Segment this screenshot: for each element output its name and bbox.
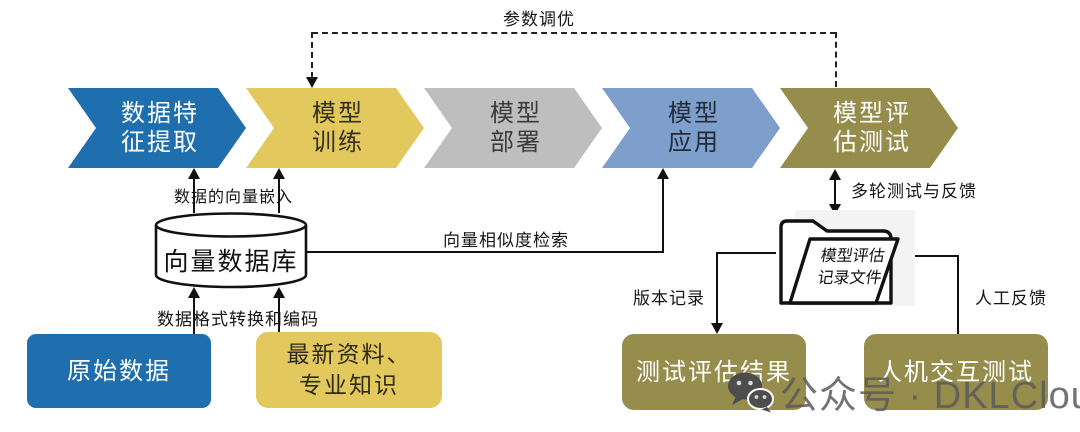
- arrowhead-knowledge-to-db-icon: [273, 287, 285, 298]
- line-similarity-search-vertical: [662, 177, 664, 253]
- arrowhead-similarity-search-icon: [657, 168, 669, 179]
- chevron-model-deployment: 模型 部署: [424, 88, 602, 168]
- arrow-rawdata-to-db: [193, 296, 195, 334]
- param-tuning-dashed-line-horizontal: [312, 32, 836, 34]
- label-similarity-search: 向量相似度检索: [443, 231, 569, 250]
- line-similarity-search-horizontal: [307, 251, 664, 253]
- arrowhead-eval-down-icon: [829, 204, 841, 215]
- line-human-feedback-vertical: [957, 256, 959, 336]
- chevron-data-feature-extraction: 数据特 征提取: [68, 88, 246, 168]
- label-vector-embedding: 数据的向量嵌入: [174, 189, 294, 206]
- box-raw-data: 原始数据: [27, 334, 211, 408]
- watermark-text: 公众号 · DKLCloud: [780, 375, 1080, 417]
- chevron-model-training: 模型 训练: [246, 88, 424, 168]
- line-version-record-horizontal: [716, 252, 776, 254]
- param-tuning-arrowhead-down-icon: [306, 77, 318, 88]
- arrowhead-rawdata-to-db-icon: [188, 287, 200, 298]
- box-human-interaction-test: 人机交互测试: [864, 334, 1048, 410]
- vector-database-label: 向量数据库: [163, 248, 299, 276]
- arrow-db-to-model-training: [278, 177, 280, 213]
- watermark: 公众号 · DKLCloud: [726, 364, 1080, 419]
- label-format-encoding: 数据格式转换和编码: [157, 310, 319, 329]
- wechat-icon: [728, 372, 774, 412]
- line-human-feedback-horizontal: [909, 255, 959, 257]
- chevron-model-evaluation: 模型评 估测试: [780, 88, 958, 168]
- label-human-feedback: 人工反馈: [975, 289, 1047, 308]
- box-latest-knowledge: 最新资料、 专业知识: [256, 332, 442, 408]
- box-test-eval-result: 测试评估结果: [622, 334, 806, 410]
- arrowhead-db-to-feature-extraction-icon: [188, 168, 200, 179]
- param-tuning-dashed-line-right: [835, 32, 837, 87]
- line-version-record-vertical: [716, 252, 718, 325]
- arrow-eval-folder-double: [834, 177, 836, 207]
- label-version-record: 版本记录: [633, 289, 705, 308]
- folder-label: 模型评估 记录文件: [816, 248, 886, 287]
- label-multi-round-feedback: 多轮测试与反馈: [851, 182, 977, 201]
- arrow-db-to-feature-extraction: [193, 177, 195, 213]
- arrowhead-db-to-model-training-icon: [273, 168, 285, 179]
- param-tuning-dashed-line-left: [311, 32, 313, 78]
- vector-database-cylinder: [154, 212, 308, 289]
- arrowhead-eval-up-icon: [829, 169, 841, 180]
- folder-icon: [779, 210, 915, 306]
- arrowhead-version-record-icon: [711, 323, 723, 334]
- arrow-knowledge-to-db: [278, 296, 280, 334]
- chevron-model-application: 模型 应用: [602, 88, 780, 168]
- label-param-tuning: 参数调优: [503, 10, 575, 29]
